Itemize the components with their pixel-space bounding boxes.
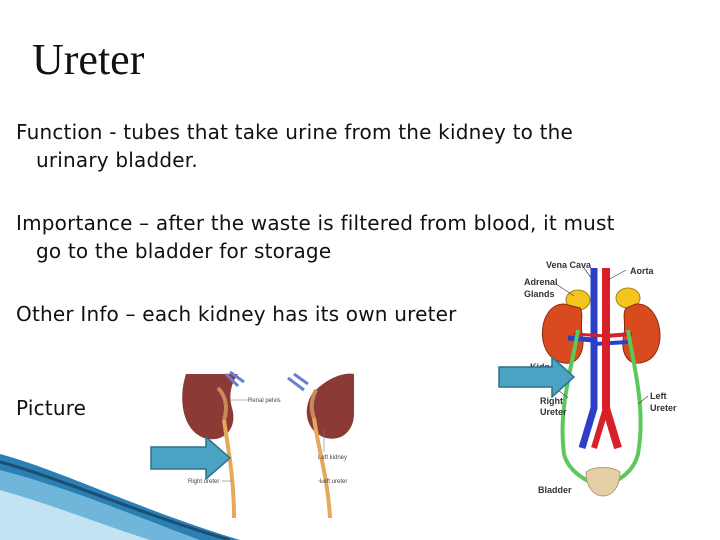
- renal-pelvis-label: Renal pelvis: [248, 398, 281, 404]
- urinary-system-illustration: Vena Cava Aorta Adrenal Glands Kidney Ri…: [524, 260, 677, 497]
- bullet-importance: Importance – after the waste is filtered…: [16, 209, 696, 265]
- vena-cava-label: Vena Cava: [546, 260, 592, 270]
- vena-cava: [578, 268, 598, 450]
- left-label: Left: [650, 391, 667, 401]
- bullet-line: Picture: [16, 396, 87, 420]
- renal-vessels: [287, 372, 309, 392]
- slide-title: Ureter: [32, 35, 145, 84]
- left-ureter-label: Ureter: [650, 403, 677, 413]
- left-kidney-label: Left kidney: [318, 455, 347, 461]
- aorta-label: Aorta: [630, 266, 654, 276]
- bladder-label: Bladder: [538, 485, 572, 495]
- adrenal-label: Adrenal: [524, 277, 558, 287]
- renal-vessels: [224, 370, 245, 388]
- arrow-right-icon: [150, 436, 232, 480]
- right-ureter-label: Ureter: [540, 407, 567, 417]
- bullet-line: Other Info – each kidney has its own ure…: [16, 302, 457, 326]
- glands-label: Glands: [524, 289, 555, 299]
- bladder: [585, 467, 621, 497]
- kidney-ureter-figure-left: Renal pelvis Left kidney Right ureter Le…: [168, 368, 354, 523]
- urinary-system-figure-right: Vena Cava Aorta Adrenal Glands Kidney Ri…: [498, 258, 706, 506]
- right-label: Right: [540, 396, 563, 406]
- right-ureter-label: Right ureter: [188, 479, 219, 485]
- bullet-line-continued: go to the bladder for storage: [36, 239, 332, 263]
- left-renal-pelvis: [309, 389, 318, 419]
- left-ureter-label: Left ureter: [320, 479, 347, 485]
- bullet-picture: Picture: [16, 394, 696, 422]
- right-ureter: [222, 419, 236, 519]
- left-ureter: [613, 329, 643, 484]
- arrow-right-icon: [498, 356, 576, 398]
- bullet-function: Function - tubes that take urine from th…: [16, 118, 696, 174]
- left-kidney: [306, 373, 354, 439]
- bullet-other-info: Other Info – each kidney has its own ure…: [16, 300, 696, 328]
- left-ureter: [312, 417, 332, 519]
- decorative-corner-swoosh: [0, 454, 240, 540]
- right-kidney: [182, 374, 238, 440]
- right-renal-pelvis: [216, 386, 228, 421]
- bullet-line: Function - tubes that take urine from th…: [16, 120, 574, 144]
- bullet-line-continued: urinary bladder.: [36, 148, 198, 172]
- bullet-line: Importance – after the waste is filtered…: [16, 211, 615, 235]
- kidney-ureter-illustration: Renal pelvis Left kidney Right ureter Le…: [182, 370, 354, 519]
- right-ureter: [560, 329, 591, 484]
